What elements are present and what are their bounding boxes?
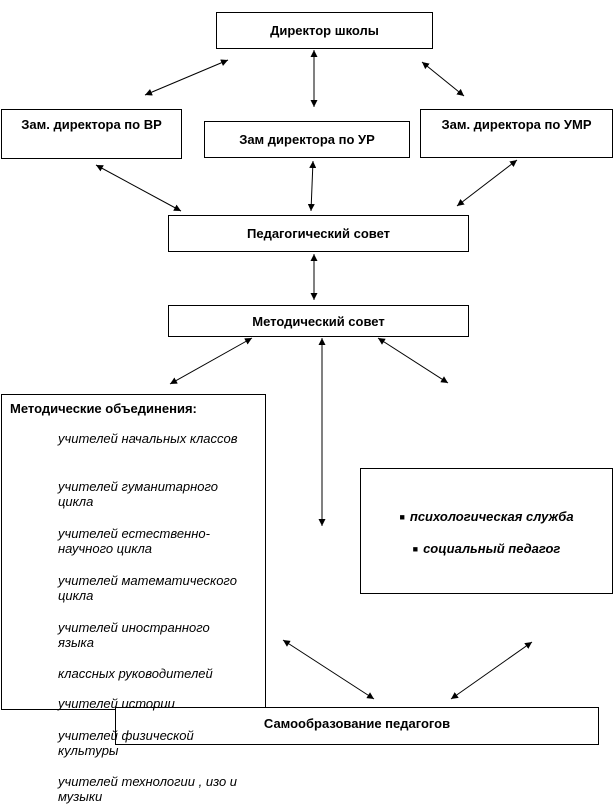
director-label: Директор школы [270,23,379,38]
deputy-umr-box: Зам. директора по УМР [420,109,613,158]
bullet-icon: ■ [399,512,405,522]
method-council-box: Методический совет [168,305,469,337]
bullet-icon: ■ [412,544,419,554]
deputy-vr-box: Зам. директора по ВР [1,109,182,159]
method-union-item: учителей математического цикла [58,573,237,603]
deputy-ur-label: Зам директора по УР [239,132,375,147]
method-union-item: учителей технологии , изо и музыки [58,774,238,804]
ped-council-box: Педагогический совет [168,215,469,252]
method-council-label: Методический совет [252,313,385,329]
arrow-methcouncil-unions [169,337,253,385]
arrow-vr-pedcouncil [95,164,182,212]
arrow-ur-pedcouncil [307,160,317,212]
method-union-item: учителей естественно-научного цикла [58,526,210,556]
method-union-item: учителей начальных классов [58,431,238,446]
method-union-item: классных руководителей [58,666,213,681]
self-education-label: Самообразование педагогов [263,715,451,731]
service-label: социальный педагог [423,541,561,556]
service-item: ■ социальный педагог [361,541,612,556]
method-union-item: учителей физической культуры [58,728,194,758]
arrow-methcouncil-services [377,337,449,384]
arrow-unions-selfedu [282,639,375,700]
deputy-vr-label: Зам. директора по ВР [21,117,162,132]
method-unions-title: Методические объединения: [10,401,197,416]
arrow-umr-pedcouncil [456,159,518,207]
director-box: Директор школы [216,12,433,49]
arrow-director-umr [421,61,465,97]
ped-council-label: Педагогический совет [247,226,390,241]
method-unions-box [1,394,266,710]
method-union-item: учителей иностранного языка [58,620,210,650]
services-box: ■ психологическая служба ■ социальный педа… [360,468,613,594]
method-union-item: учителей гуманитарного цикла [58,479,218,509]
arrow-director-vr [144,59,229,96]
service-item: ■ психологическая служба [361,509,612,524]
method-union-item: учителей истории [58,696,175,711]
deputy-ur-box: Зам директора по УР [204,121,410,158]
service-label: психологическая служба [409,509,574,524]
arrow-services-selfedu [450,641,533,700]
self-education-box: Самообразование педагогов [115,707,599,745]
deputy-umr-label: Зам. директора по УМР [441,117,592,132]
